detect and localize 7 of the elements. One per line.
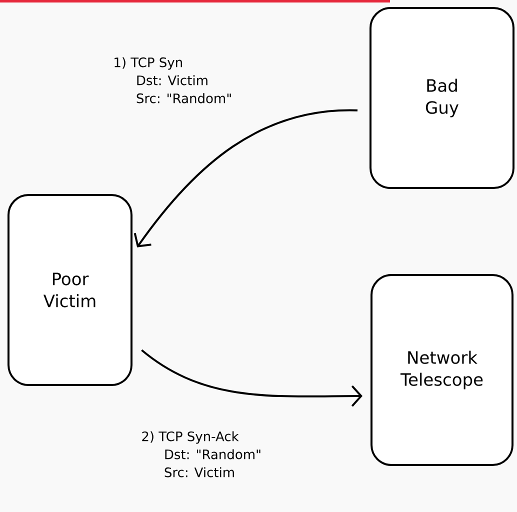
edge-label: 2) TCP Syn-Ack Dst: "Random" Src: Victim	[140, 430, 276, 478]
curved-arrow	[134, 109, 358, 248]
curved-arrow	[141, 349, 362, 407]
rounded-box: Poor Victim	[8, 194, 132, 386]
rounded-box: Bad Guy	[370, 7, 514, 189]
rounded-box: Network Telescope	[370, 274, 514, 466]
edge-label: 1) TCP Syn Dst: Victim Src: "Random"	[112, 56, 236, 104]
